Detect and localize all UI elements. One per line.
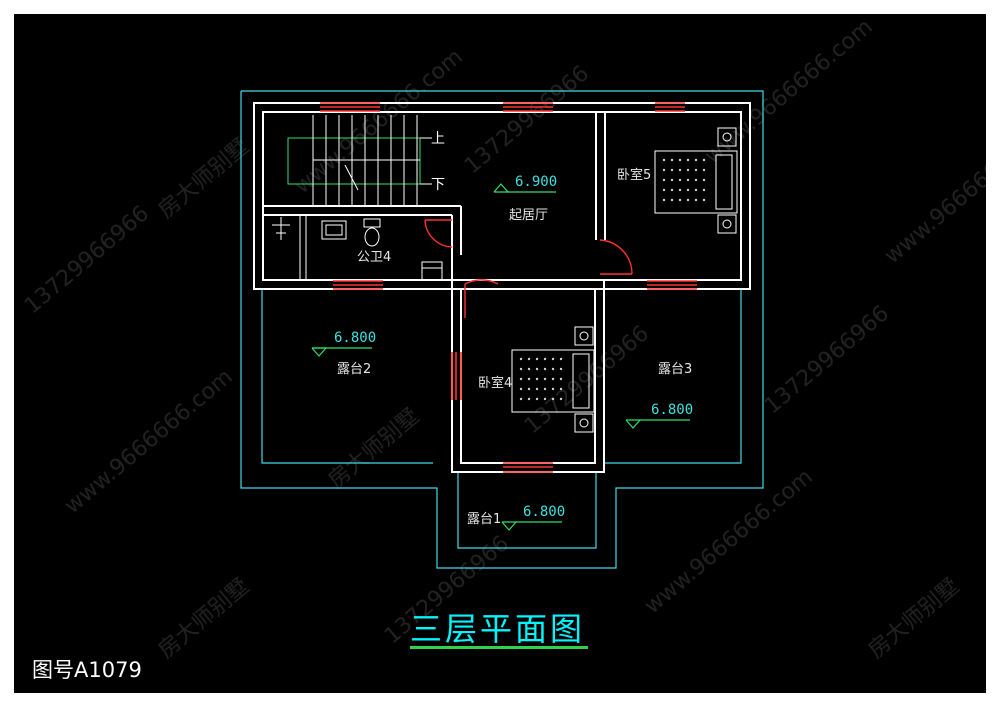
room-label-living: 起居厅 — [509, 208, 549, 223]
room-label-terrace2: 露台2 — [337, 362, 372, 377]
room-label-bedroom4: 卧室4 — [478, 376, 513, 391]
room-label-terrace1: 露台1 — [467, 512, 502, 527]
room-label-bedroom5: 卧室5 — [617, 168, 652, 183]
room-label-terrace3: 露台3 — [658, 362, 693, 377]
doors — [424, 219, 633, 318]
elevation-terrace3: 6.800 — [651, 402, 694, 418]
elevation-terrace2: 6.800 — [334, 330, 377, 346]
elevation-terrace1: 6.800 — [523, 504, 566, 520]
title-underline — [410, 646, 588, 649]
bed-4 — [511, 326, 595, 433]
drawing-number: 图号A1079 — [32, 658, 142, 682]
bed-5-pattern — [662, 158, 706, 202]
drawing-title: 三层平面图 — [410, 610, 586, 648]
windows — [320, 102, 697, 473]
stair-down-label: 下 — [431, 177, 445, 193]
stair-up-label: 上 — [431, 131, 445, 147]
bed-5 — [654, 127, 738, 234]
drawing-frame — [14, 14, 986, 693]
bathroom-fixtures — [272, 215, 443, 281]
elevation-markers — [311, 183, 690, 531]
terrace-outline — [240, 90, 764, 569]
bed-4-pattern — [519, 357, 563, 401]
staircase — [287, 115, 432, 206]
room-label-bathroom4: 公卫4 — [357, 250, 392, 265]
elevation-living: 6.900 — [515, 174, 558, 190]
